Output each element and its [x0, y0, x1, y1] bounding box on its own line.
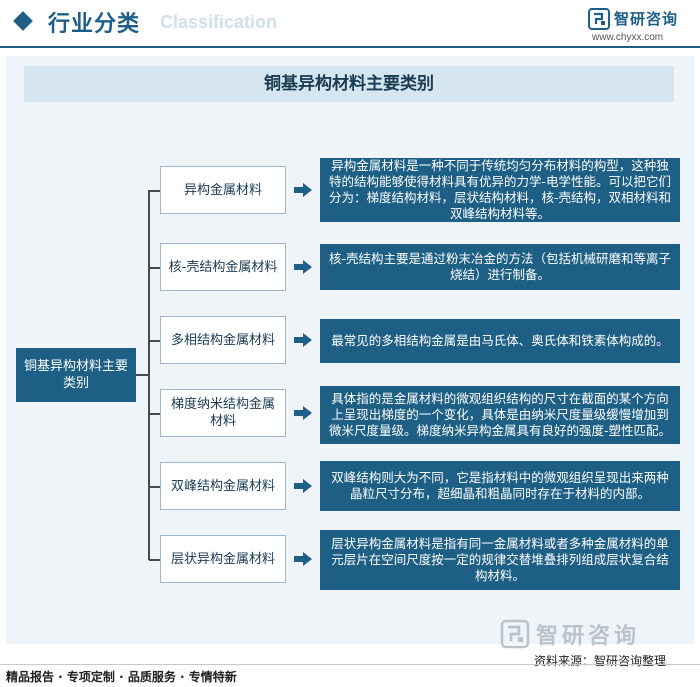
brand-url: www.chyxx.com	[592, 32, 664, 43]
category-node: 异构金属材料	[160, 166, 286, 214]
branch-connector	[149, 559, 160, 561]
category-node: 核-壳结构金属材料	[160, 243, 286, 291]
category-description: 最常见的多相结构金属是由马氏体、奥氏体和铁素体构成的。	[320, 319, 680, 363]
arrow-right-icon	[294, 183, 312, 197]
branch-connector	[149, 340, 160, 342]
branch-connector	[149, 486, 160, 488]
arrow-right-icon	[294, 260, 312, 274]
arrow-right-icon	[294, 406, 312, 420]
diagram-panel: 铜基异构材料主要类别 铜基异构材料主要类别 异构金属材料 异构金属材料是一种不同…	[6, 56, 694, 644]
category-description: 异构金属材料是一种不同于传统均匀分布材料的构型，这种独特的结构能够使得材料具有优…	[320, 158, 680, 222]
branch-connector	[149, 413, 160, 415]
category-node: 多相结构金属材料	[160, 316, 286, 364]
arrow-right-icon	[294, 552, 312, 566]
arrow-right-icon	[294, 479, 312, 493]
branch-connector	[149, 267, 160, 269]
trunk-connector	[148, 190, 150, 560]
category-description: 核-壳结构主要是通过粉末冶金的方法（包括机械研磨和等离子烧结）进行制备。	[320, 244, 680, 290]
header-divider	[0, 46, 700, 48]
header: 行业分类 Classification 智研咨询 www.chyxx.com	[0, 0, 700, 52]
root-node: 铜基异构材料主要类别	[16, 348, 136, 402]
brand-name: 智研咨询	[614, 10, 679, 28]
diagram-title-bar: 铜基异构材料主要类别	[24, 66, 674, 102]
category-description: 具体指的是金属材料的微观组织结构的尺寸在截面的某个方向上呈现出梯度的一个变化，具…	[320, 386, 680, 444]
section-title-en: Classification	[160, 12, 278, 32]
footer-logo-text: 智研咨询	[536, 623, 640, 649]
brand-logo-icon	[588, 8, 610, 30]
branch-connector	[149, 190, 160, 192]
category-node: 双峰结构金属材料	[160, 462, 286, 510]
brand: 智研咨询 www.chyxx.com	[588, 6, 692, 46]
diamond-icon	[13, 11, 33, 31]
category-description: 层状异构金属材料是指有同一金属材料或者多种金属材料的单元层片在空间尺度按一定的规…	[320, 530, 680, 590]
root-connector	[136, 374, 148, 376]
category-node: 层状异构金属材料	[160, 535, 286, 583]
footer-logo: 智研咨询	[500, 619, 640, 649]
source-note: 资料来源：智研咨询整理	[534, 654, 667, 668]
footer-tags: 精品报告 · 专项定制 · 品质服务 · 专情特新	[6, 670, 237, 684]
arrow-right-icon	[294, 333, 312, 347]
footer-divider	[0, 664, 700, 665]
diagram-title: 铜基异构材料主要类别	[264, 74, 434, 94]
section-title: 行业分类	[48, 12, 141, 37]
category-description: 双峰结构则大为不同，它是指材料中的微观组织呈现出来两种晶粒尺寸分布，超细晶和粗晶…	[320, 461, 680, 511]
category-node: 梯度纳米结构金属材料	[160, 389, 286, 437]
